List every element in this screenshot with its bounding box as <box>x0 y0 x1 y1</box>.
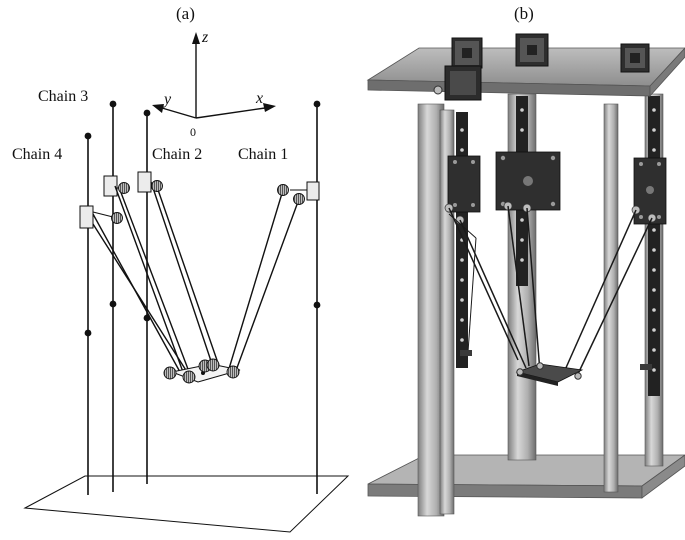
cad-motors <box>433 33 650 101</box>
upper-joints <box>111 180 305 224</box>
motor-1-icon <box>433 37 483 101</box>
slider-chain-1 <box>306 181 320 201</box>
links <box>92 181 307 378</box>
cad-rods <box>448 205 653 377</box>
panel-a-label: (a) <box>176 4 195 23</box>
panel-a-schematic: (a) z y x 0 <box>12 4 350 533</box>
x-axis-label: x <box>255 90 263 107</box>
chain-2-label: Chain 2 <box>152 146 202 163</box>
coordinate-frame <box>152 32 276 119</box>
slider-chain-4 <box>79 205 94 229</box>
z-axis-label: z <box>201 29 209 46</box>
sliders <box>79 171 320 229</box>
moving-platform <box>163 358 241 384</box>
panel-b-label: (b) <box>514 4 534 23</box>
slider-chain-2 <box>137 171 152 193</box>
base-plate <box>23 475 350 533</box>
motor-2-icon <box>515 33 549 67</box>
panel-b-cad-render: (b) <box>366 4 685 517</box>
chain-4-label: Chain 4 <box>12 146 62 163</box>
motor-3-icon <box>620 43 650 73</box>
cad-brackets <box>460 350 652 370</box>
y-axis-label: y <box>162 91 172 108</box>
cad-rail-dots <box>460 108 656 372</box>
chain-3-label: Chain 3 <box>38 88 88 105</box>
cad-back-rails <box>507 93 664 467</box>
cad-carriage-bolts <box>453 155 661 219</box>
origin-label: 0 <box>190 125 196 139</box>
slider-chain-3 <box>103 175 118 197</box>
cad-platform <box>515 362 584 386</box>
chain-1-label: Chain 1 <box>238 146 288 163</box>
rail-end-points <box>84 100 321 337</box>
cad-front-rails <box>417 103 619 517</box>
cad-rail-holes <box>456 96 660 396</box>
cad-base-plate <box>367 454 685 499</box>
